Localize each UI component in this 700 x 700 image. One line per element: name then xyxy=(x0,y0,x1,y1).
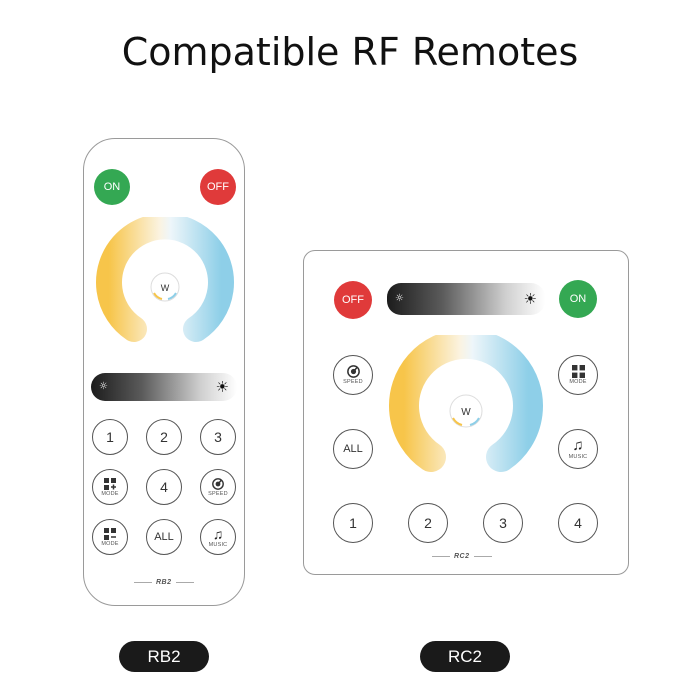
rc2-button-1[interactable]: 1 xyxy=(333,503,373,543)
rb2-button-2[interactable]: 2 xyxy=(146,419,182,455)
sun-small-icon: ☼ xyxy=(99,381,108,392)
rc2-button-3[interactable]: 3 xyxy=(483,503,523,543)
rc2-caption: RC2 xyxy=(420,641,510,672)
rc2-on-button[interactable]: ON xyxy=(559,280,597,318)
rb2-speed-button[interactable]: SPEED xyxy=(200,469,236,505)
rc2-music-button[interactable]: ♫ MUSIC xyxy=(558,429,598,469)
rb2-model-mark: RB2 xyxy=(134,579,194,586)
rc2-music-label: MUSIC xyxy=(568,454,588,460)
rb2-remote: ON OFF W ☼ ☀ 1 2 3 MODE 4 SPEED xyxy=(83,138,245,606)
rb2-mode-minus-label: MODE xyxy=(101,540,119,547)
rc2-button-4[interactable]: 4 xyxy=(558,503,598,543)
rc2-brightness-slider[interactable]: ☼ ☀ xyxy=(387,283,545,315)
rc2-off-button[interactable]: OFF xyxy=(334,281,372,319)
rb2-music-label: MUSIC xyxy=(208,541,228,548)
sun-large-icon: ☀ xyxy=(523,289,537,308)
rb2-mode-plus-button[interactable]: MODE xyxy=(92,469,128,505)
rc2-speed-button[interactable]: SPEED xyxy=(333,355,373,395)
rc2-wheel-white-label: W xyxy=(461,407,471,418)
rc2-model-label: RC2 xyxy=(454,553,470,560)
grid-icon xyxy=(571,365,585,378)
rc2-mode-button[interactable]: MODE xyxy=(558,355,598,395)
rb2-model-label: RB2 xyxy=(156,579,172,586)
rb2-wheel-white-label: W xyxy=(161,283,170,293)
rb2-mode-minus-button[interactable]: MODE xyxy=(92,519,128,555)
sun-large-icon: ☀ xyxy=(215,377,229,396)
rb2-button-4[interactable]: 4 xyxy=(146,469,182,505)
rc2-speed-label: SPEED xyxy=(343,379,363,385)
rb2-on-button[interactable]: ON xyxy=(94,169,130,205)
rb2-button-3[interactable]: 3 xyxy=(200,419,236,455)
rb2-music-button[interactable]: ♫ MUSIC xyxy=(200,519,236,555)
rc2-panel: OFF ☼ ☀ ON SPEED MODE W ALL xyxy=(303,250,629,575)
page-title: Compatible RF Remotes xyxy=(121,30,579,74)
grid-plus-icon xyxy=(104,477,116,490)
rc2-mode-label: MODE xyxy=(569,379,587,385)
rb2-brightness-slider[interactable]: ☼ ☀ xyxy=(91,373,237,401)
music-note-icon: ♫ xyxy=(212,525,224,542)
rb2-speed-label: SPEED xyxy=(208,490,228,497)
rc2-all-button[interactable]: ALL xyxy=(333,429,373,469)
rc2-model-mark: RC2 xyxy=(432,553,492,560)
music-note-icon: ♫ xyxy=(572,437,584,454)
rb2-mode-plus-label: MODE xyxy=(101,490,119,497)
rb2-all-button[interactable]: ALL xyxy=(146,519,182,555)
sun-small-icon: ☼ xyxy=(395,293,404,304)
rb2-color-temperature-wheel[interactable]: W xyxy=(94,217,236,347)
rb2-off-button[interactable]: OFF xyxy=(200,169,236,205)
rb2-caption: RB2 xyxy=(119,641,209,672)
speed-dial-icon xyxy=(212,477,224,490)
speed-dial-icon xyxy=(346,365,360,378)
rb2-button-1[interactable]: 1 xyxy=(92,419,128,455)
grid-minus-icon xyxy=(104,527,116,540)
rc2-button-2[interactable]: 2 xyxy=(408,503,448,543)
rc2-color-temperature-wheel[interactable]: W xyxy=(386,335,546,477)
